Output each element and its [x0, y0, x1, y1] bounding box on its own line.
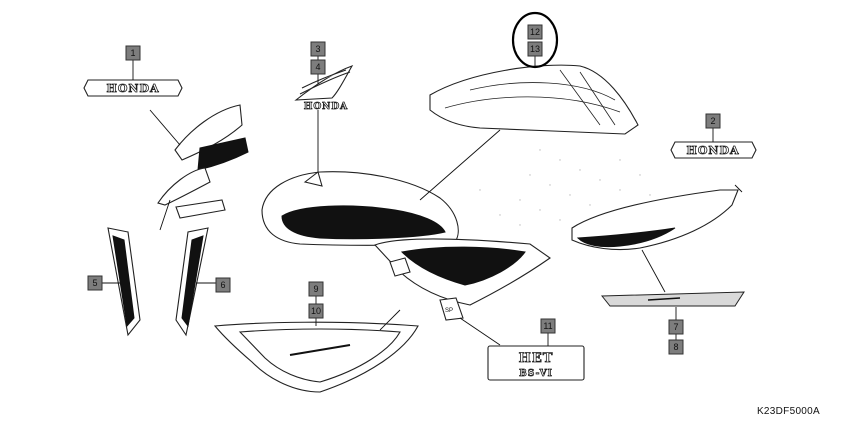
callout-5: 5	[87, 275, 103, 291]
callout-9-text: 9	[313, 284, 318, 294]
callout-13: 13	[527, 41, 543, 57]
callout-5-text: 5	[92, 278, 97, 288]
honda-wing-emblem-text: HONDA	[304, 102, 348, 112]
side-strip-6	[175, 227, 209, 337]
callout-3-text: 3	[315, 44, 320, 54]
fuel-tank	[261, 171, 459, 246]
tank-side-mark: SP	[445, 308, 453, 314]
callout-2-text: 2	[710, 116, 715, 126]
honda-wing-emblem: HONDA	[294, 64, 354, 112]
callout-4-text: 4	[315, 62, 320, 72]
lower-side-cover	[213, 321, 419, 393]
callout-1-text: 1	[130, 48, 135, 58]
het-badge-bottom-text: BS-VI	[519, 369, 553, 379]
callout-7-text: 7	[673, 322, 678, 332]
honda-emblem-right: HONDA	[670, 141, 757, 159]
front-cowl-stickers	[157, 104, 249, 219]
callout-12-text: 12	[530, 27, 540, 37]
honda-emblem-left: HONDA	[83, 79, 183, 97]
callout-11-text: 11	[543, 321, 552, 331]
callout-10-text: 10	[311, 306, 321, 316]
leader-lines	[102, 56, 743, 346]
callout-3: 3	[310, 41, 326, 57]
tank-shroud: SP	[374, 238, 551, 321]
rear-cowl	[571, 189, 739, 251]
callout-6: 6	[215, 277, 231, 293]
het-bs6-badge: HET BS-VI	[487, 345, 585, 381]
tank-top-stripe	[429, 64, 639, 135]
callout-6-text: 6	[220, 280, 225, 290]
highlight-circle	[511, 11, 559, 69]
callout-11: 11	[540, 318, 556, 334]
callout-1: 1	[125, 45, 141, 61]
side-strip-5	[107, 227, 141, 337]
callout-4: 4	[310, 59, 326, 75]
het-badge-top-text: HET	[519, 351, 554, 366]
callout-13-text: 13	[530, 44, 540, 54]
tail-sticker	[600, 291, 745, 307]
honda-emblem-left-text: HONDA	[106, 82, 159, 95]
callout-9: 9	[308, 281, 324, 297]
diagram-code: K23DF5000A	[756, 406, 820, 417]
callout-8: 8	[668, 339, 684, 355]
honda-emblem-right-text: HONDA	[686, 144, 739, 157]
callout-8-text: 8	[673, 342, 678, 352]
callout-12: 12	[527, 24, 543, 40]
callout-2: 2	[705, 113, 721, 129]
callout-10: 10	[308, 303, 324, 319]
callout-7: 7	[668, 319, 684, 335]
